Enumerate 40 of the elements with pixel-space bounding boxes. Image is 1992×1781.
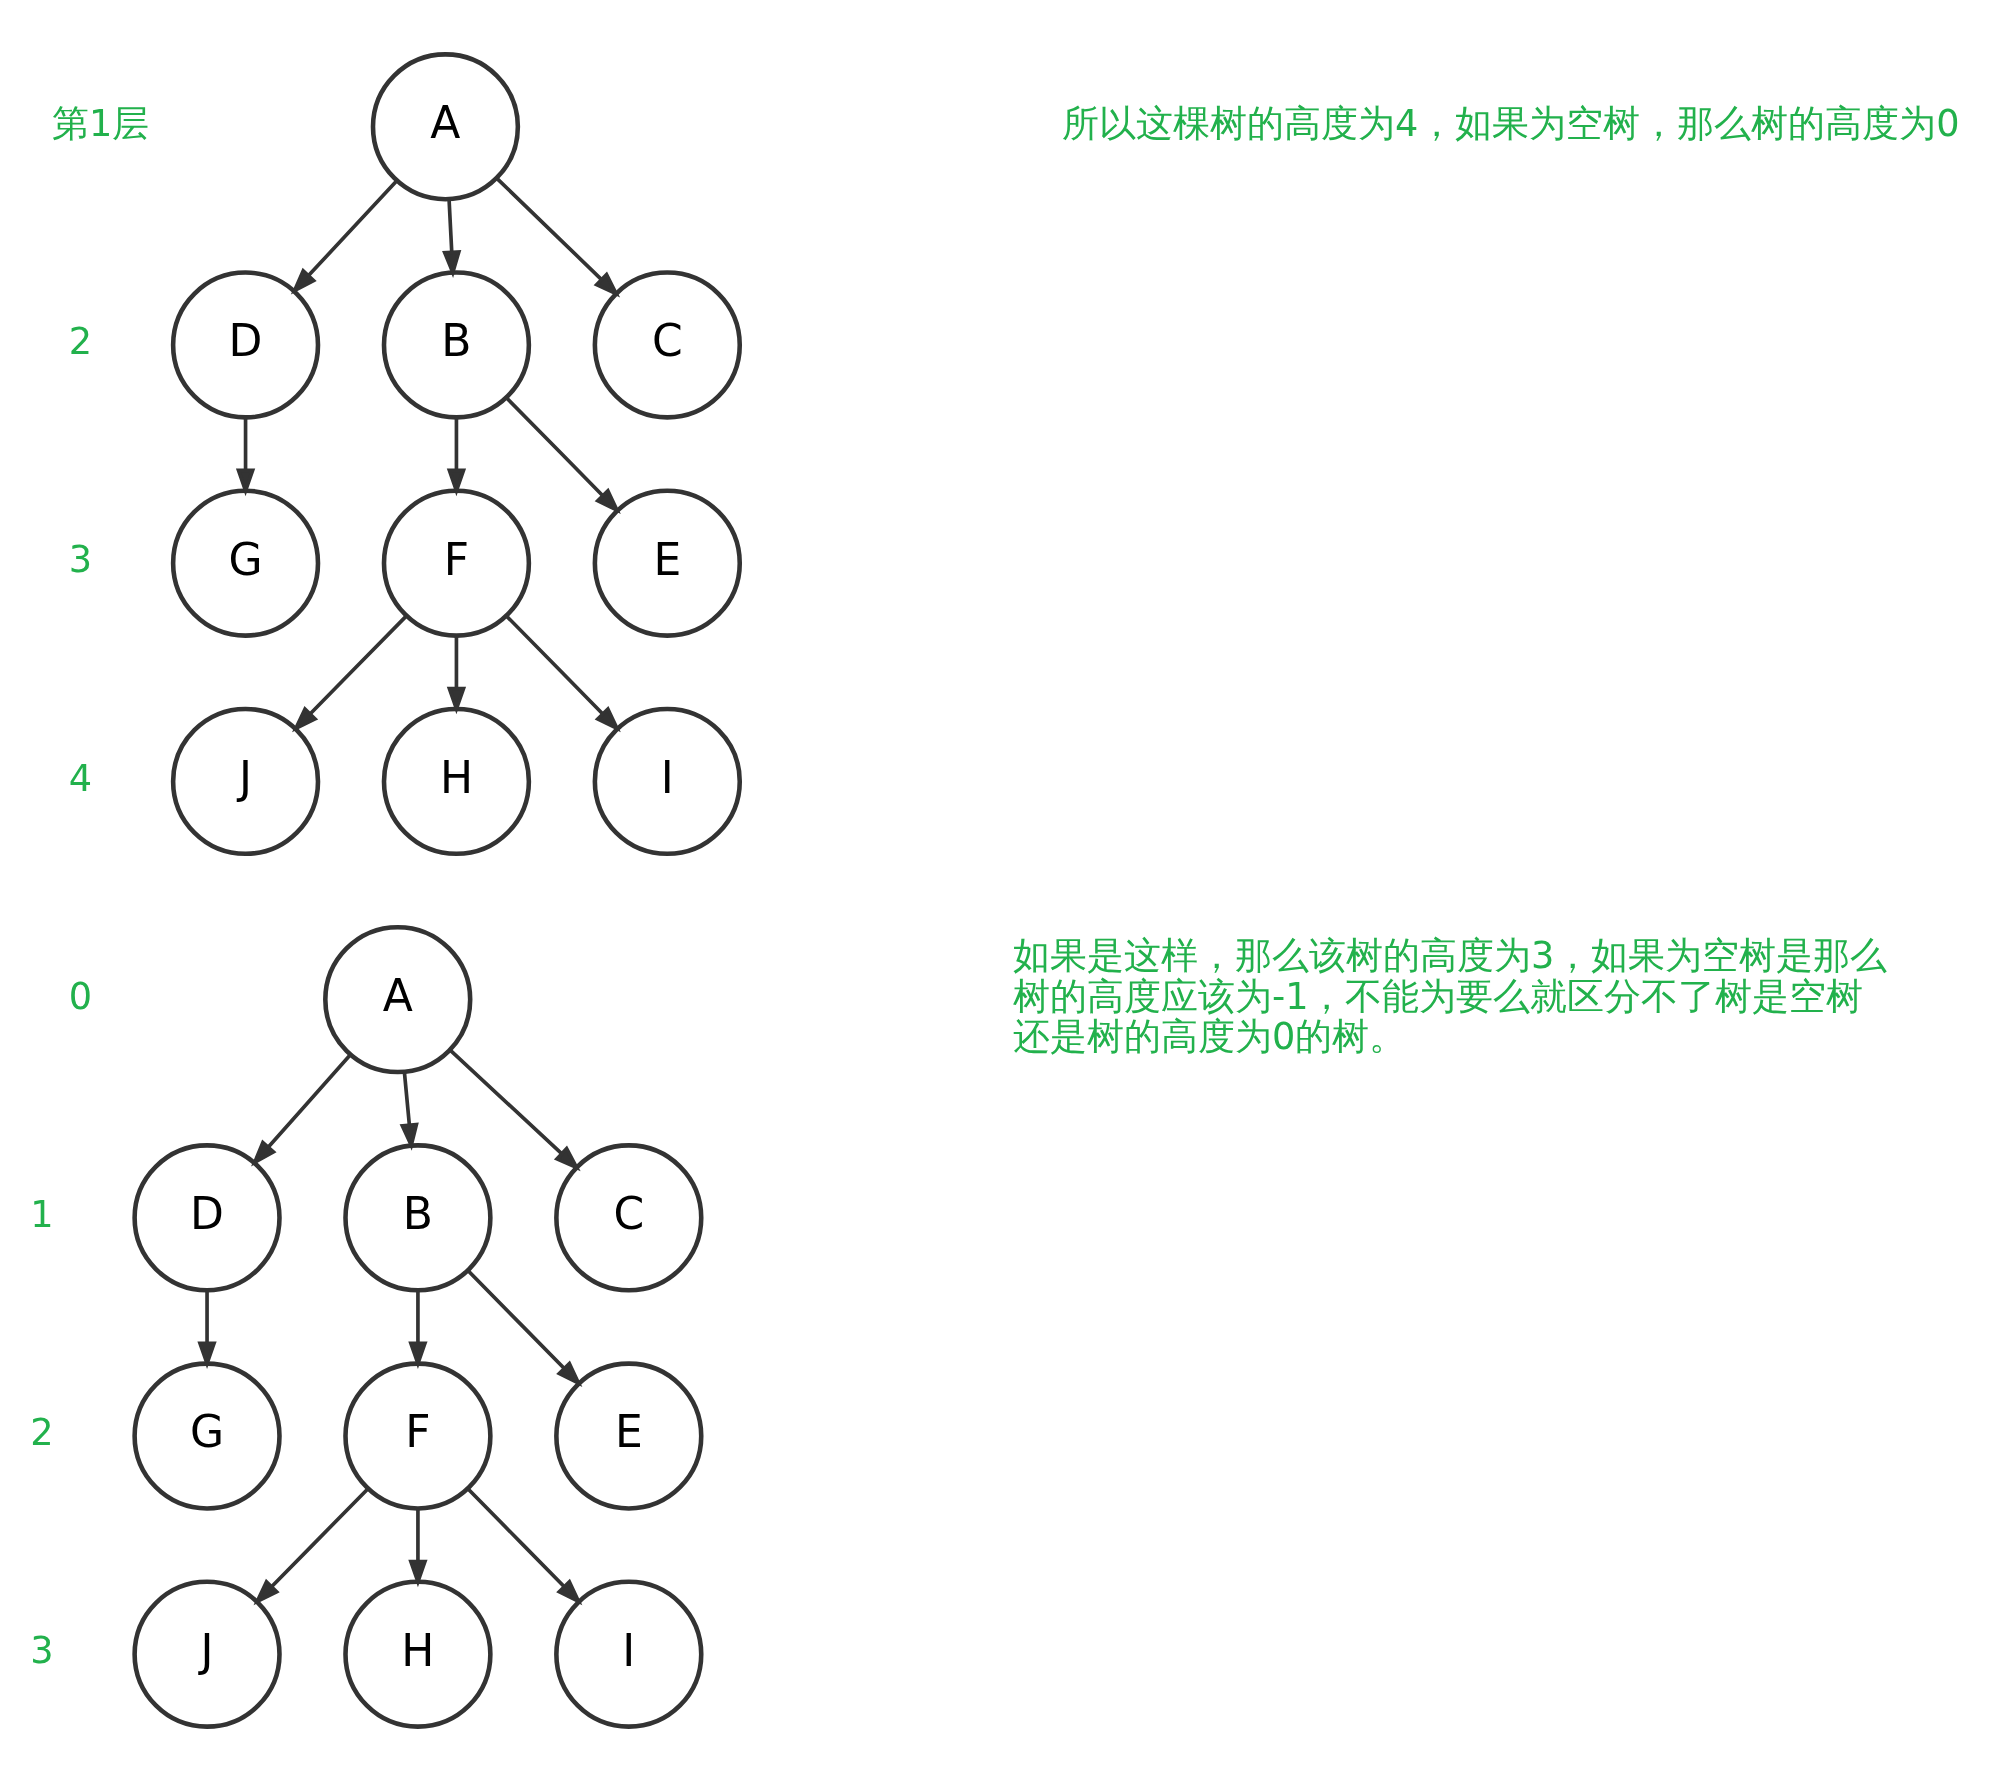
node-circle: G bbox=[132, 1361, 282, 1511]
arrow bbox=[292, 614, 408, 733]
arrow bbox=[399, 1072, 419, 1151]
node-circle: G bbox=[170, 488, 321, 638]
arrow bbox=[290, 179, 398, 295]
node-circle: H bbox=[343, 1579, 493, 1729]
arrow bbox=[197, 1290, 217, 1369]
label: 2 bbox=[30, 1411, 54, 1455]
label: 3 bbox=[68, 538, 93, 582]
arrow bbox=[505, 396, 621, 515]
node-circle: B bbox=[381, 270, 532, 420]
label: 4 bbox=[68, 756, 93, 800]
node-circle: A bbox=[323, 924, 473, 1075]
node-circle: F bbox=[381, 488, 532, 638]
arrow bbox=[442, 199, 462, 278]
arrow bbox=[253, 1487, 370, 1606]
arrow bbox=[446, 635, 467, 715]
label: 3 bbox=[30, 1629, 54, 1673]
node-circle: A bbox=[370, 52, 521, 202]
label: 1 bbox=[30, 1192, 54, 1236]
label: 0 bbox=[68, 974, 93, 1018]
arrow bbox=[466, 1269, 583, 1387]
arrow bbox=[235, 417, 256, 497]
arrow bbox=[251, 1053, 352, 1167]
node-circle: D bbox=[132, 1143, 282, 1293]
label: 如果是这样，那么该树的高度为3，如果为空树是那么树的高度应该为-1，不能为要么就区分不了树是空树还是树的高度为0的树。 bbox=[1012, 934, 1888, 1059]
node-circle: B bbox=[343, 1143, 493, 1293]
label: 第1层 bbox=[52, 101, 150, 145]
node-circle: D bbox=[170, 270, 321, 420]
arrow bbox=[408, 1508, 428, 1588]
arrow bbox=[495, 177, 621, 298]
label: 2 bbox=[68, 320, 93, 364]
node-circle: F bbox=[343, 1361, 493, 1511]
arrow bbox=[408, 1290, 428, 1369]
arrow bbox=[466, 1487, 583, 1606]
node-circle: H bbox=[381, 706, 532, 857]
arrow bbox=[505, 614, 621, 733]
arrow bbox=[448, 1048, 581, 1172]
arrow bbox=[446, 417, 467, 497]
label: 所以这棵树的高度为4，如果为空树，那么树的高度为0 bbox=[1061, 101, 1960, 145]
